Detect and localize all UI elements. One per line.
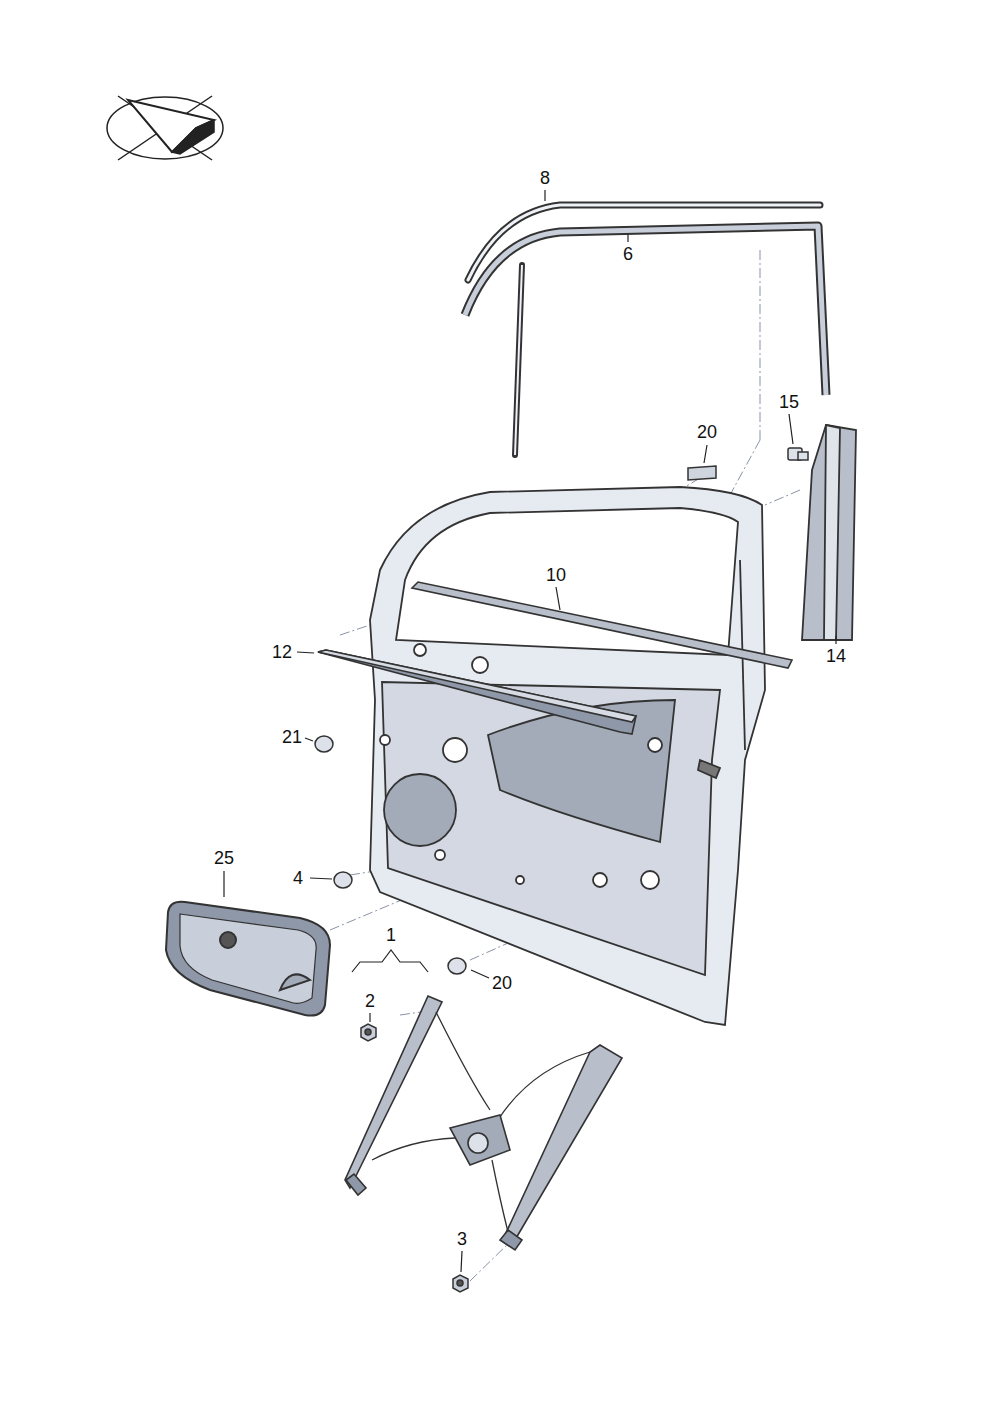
callout-number: 2	[363, 991, 377, 1011]
window-regulator	[372, 1012, 590, 1232]
plug	[334, 872, 352, 888]
nut	[365, 1029, 371, 1035]
leader-line	[297, 652, 314, 653]
window-regulator	[498, 1052, 590, 1120]
door-shell	[370, 487, 765, 1025]
callout-number: 1	[384, 925, 398, 945]
door-shell	[396, 508, 738, 655]
pillar-trim	[824, 425, 840, 640]
cover-plate	[280, 974, 310, 990]
door-shell	[698, 760, 720, 778]
door-shell	[641, 871, 659, 889]
window-channel	[465, 226, 826, 395]
door-shell	[384, 774, 456, 846]
window-regulator	[500, 1230, 522, 1250]
window-regulator	[492, 1160, 508, 1232]
leader-line	[352, 950, 428, 972]
plug	[315, 736, 333, 752]
outer-seal	[515, 265, 522, 455]
cover-plate	[166, 902, 330, 1016]
leader-line	[461, 1251, 462, 1272]
door-shell	[380, 735, 390, 745]
window-regulator	[346, 1174, 366, 1195]
view-icon	[107, 96, 223, 160]
inner-belt-strip	[318, 650, 636, 722]
leader-line	[544, 190, 545, 201]
door-shell	[648, 738, 662, 752]
callout-number: 20	[490, 973, 514, 993]
door-shell	[414, 644, 426, 656]
window-regulator	[436, 1012, 490, 1110]
view-icon	[172, 120, 214, 154]
callout-number: 21	[280, 727, 304, 747]
window-regulator	[345, 996, 442, 1188]
callout-number: 8	[538, 168, 552, 188]
window-channel	[465, 226, 826, 395]
guide-line	[760, 250, 761, 440]
leader-line	[223, 871, 224, 897]
callout-number: 4	[291, 868, 305, 888]
pad	[688, 466, 716, 480]
callout-number: 3	[455, 1229, 469, 1249]
guide-line	[730, 440, 760, 495]
leader-line	[471, 970, 489, 978]
pillar-trim	[802, 425, 856, 640]
cover-plate	[180, 914, 316, 1003]
cover-plate	[220, 932, 236, 948]
door-shell	[516, 876, 524, 884]
window-regulator	[345, 996, 622, 1250]
callout-number: 6	[621, 244, 635, 264]
callout-number: 12	[270, 642, 294, 662]
window-regulator	[372, 1138, 455, 1160]
clip	[788, 448, 808, 460]
nut	[361, 1024, 376, 1041]
window-channel	[465, 226, 826, 395]
leader-line	[305, 738, 313, 741]
leader-line	[627, 234, 628, 242]
leader-line	[369, 1013, 370, 1022]
window-regulator	[468, 1133, 488, 1153]
door-shell	[435, 850, 445, 860]
leader-line	[704, 445, 707, 463]
nut	[361, 1024, 468, 1292]
guide-line	[330, 250, 800, 1281]
callout-number: 15	[777, 392, 801, 412]
outer-belt-strip	[412, 582, 792, 668]
guide-line	[470, 1240, 512, 1281]
window-regulator	[450, 1115, 510, 1165]
leader-line	[835, 636, 836, 644]
inner-belt-strip	[318, 650, 636, 734]
leader-line	[310, 878, 332, 879]
callout-number: 25	[212, 848, 236, 868]
door-shell	[443, 738, 467, 762]
guide-line	[765, 490, 800, 505]
cover-plate	[166, 902, 330, 1016]
door-shell	[382, 682, 720, 975]
plug	[448, 958, 466, 974]
window-regulator	[505, 1045, 622, 1245]
callout-number: 14	[824, 646, 848, 666]
door-shell	[370, 487, 765, 1025]
leader-line	[556, 587, 560, 610]
leader-line	[224, 190, 836, 1272]
door-shell	[593, 873, 607, 887]
nut	[457, 1280, 463, 1286]
inner-belt-strip	[318, 650, 636, 734]
plug	[315, 736, 466, 974]
nut	[453, 1275, 468, 1292]
clip	[798, 452, 808, 460]
leader-line	[789, 414, 793, 444]
pillar-trim	[802, 425, 856, 640]
door-shell	[472, 657, 488, 673]
view-icon	[107, 97, 223, 159]
callout-number: 20	[695, 422, 719, 442]
callout-number: 10	[544, 565, 568, 585]
outer-seal	[515, 265, 522, 455]
